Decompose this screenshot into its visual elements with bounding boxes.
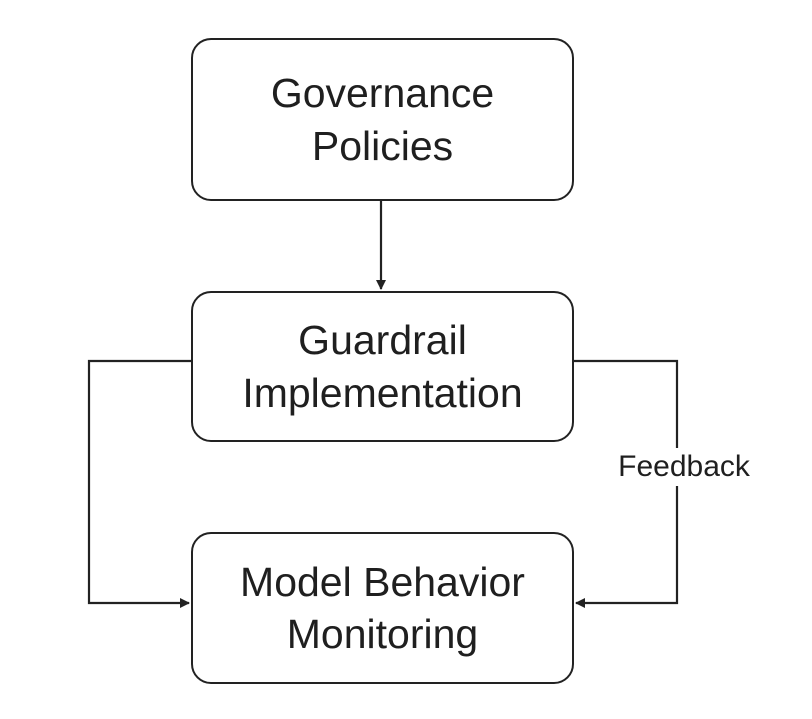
node-guardrail-label-line2: Implementation xyxy=(242,369,523,416)
node-guardrail-implementation: Guardrail Implementation xyxy=(191,291,574,442)
node-guardrail-label-line1: Guardrail xyxy=(298,317,467,364)
node-governance-policies: Governance Policies xyxy=(191,38,574,201)
edge-label-feedback: Feedback xyxy=(600,448,768,486)
node-monitoring-label: Model Behavior Monitoring xyxy=(240,556,525,661)
node-guardrail-label: Guardrail Implementation xyxy=(242,314,522,419)
node-governance-label-line1: Governance xyxy=(270,70,495,117)
node-governance-label: Governance Policies xyxy=(271,67,494,172)
node-model-behavior-monitoring: Model Behavior Monitoring xyxy=(191,532,574,684)
arrow-left-guardrail-to-monitoring xyxy=(87,359,191,608)
node-governance-label-line2: Policies xyxy=(311,122,454,169)
node-monitoring-label-line1: Model Behavior xyxy=(240,558,525,605)
node-monitoring-label-line2: Monitoring xyxy=(286,611,479,657)
